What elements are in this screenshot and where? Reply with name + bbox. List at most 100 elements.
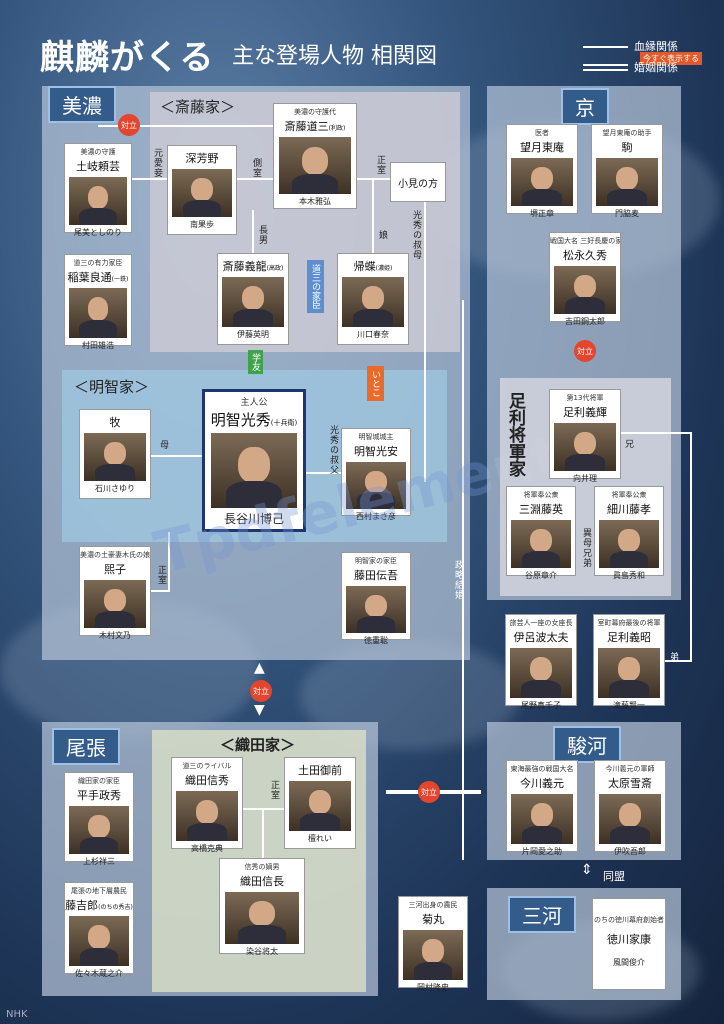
line-ani-v (690, 432, 692, 662)
label-ani: 兄 (625, 440, 635, 450)
card-iroha[interactable]: 旅芸人一座の女座長 伊呂波太夫 尾野真千子 (505, 614, 577, 710)
label-oba: 光秀の叔母 (411, 210, 421, 260)
arrow-domei: ⇕ (581, 862, 593, 878)
card-tokichiro[interactable]: 尾張の地下層農民 藤吉郎(のちの秀吉) 佐々木蔵之介 (64, 882, 134, 978)
conflict-owari-suruga: 対立 (418, 781, 440, 803)
portrait-photo (596, 158, 658, 207)
region-label-mino: 美濃 (48, 86, 116, 123)
card-mitsuyasu[interactable]: 明智城城主 明智光安 西村まさ彦 (341, 428, 411, 521)
portrait-photo (510, 648, 572, 698)
card-dosan[interactable]: 美濃の守護代 斎藤道三(利政) 本木雅弘 (273, 103, 357, 209)
portrait-photo (69, 916, 129, 966)
card-kikumaru[interactable]: 三河出身の農民 菊丸 岡村隆史 (398, 896, 468, 992)
line-chonan (252, 210, 254, 253)
label-domei: 同盟 (603, 870, 625, 883)
portrait-photo (69, 806, 129, 855)
label-seiryaku: 政略結婚 (453, 560, 463, 600)
label-moto-aisho: 元愛妾 (152, 148, 162, 178)
card-toan[interactable]: 医者 望月東庵 堺正章 (506, 124, 578, 218)
label-dosan-vassal: 道三の家臣 (307, 260, 324, 313)
region-label-kyo: 京 (561, 88, 609, 125)
legend-marriage-line (583, 64, 628, 71)
card-nobuhide[interactable]: 道三のライバル 織田信秀 高橋克典 (171, 757, 243, 853)
card-koma[interactable]: 望月東庵の助手 駒 門脇麦 (591, 124, 663, 218)
label-chonan: 長男 (257, 225, 267, 245)
arrow-down: ▼ (254, 702, 265, 718)
label-haha: 母 (160, 441, 170, 451)
conflict-mino-owari: 対立 (250, 680, 272, 702)
line-nobuhide-dota (243, 808, 284, 810)
label-oji: 光秀の叔父 (328, 425, 338, 475)
conflict-toki-dosan: 対立 (118, 114, 140, 136)
card-ieyasu[interactable]: のちの徳川幕府創始者 徳川家康 風間俊介 (592, 898, 666, 990)
card-yoshiaki[interactable]: 室町幕府最後の将軍 足利義昭 滝藤賢一 (593, 614, 665, 710)
card-dota[interactable]: 土田御前 檀れい (284, 757, 356, 849)
portrait-photo (554, 266, 616, 315)
card-sessai[interactable]: 今川義元の軍師 太原雪斎 伊吹吾郎 (594, 760, 666, 856)
portrait-photo (68, 288, 128, 338)
label-musume: 娘 (377, 230, 387, 240)
legend-marriage-label: 婚姻関係 (634, 61, 678, 74)
line-dosan-omi (357, 178, 390, 180)
portrait-photo (172, 169, 232, 218)
portrait-photo (289, 781, 351, 831)
card-toki[interactable]: 美濃の守護 土岐頼芸 尾美としのり (64, 143, 132, 237)
corner-mark: NHK (6, 1009, 28, 1020)
portrait-photo (554, 423, 616, 472)
portrait-photo (342, 277, 404, 327)
region-label-suruga: 駿河 (553, 726, 621, 763)
line-toki-dosan (98, 125, 273, 127)
card-yoshimoto[interactable]: 東海最強の戦国大名 今川義元 片岡愛之助 (506, 760, 578, 856)
line-ani (621, 432, 691, 434)
card-yoshiteru[interactable]: 第13代将軍 足利義輝 向井理 (549, 389, 621, 483)
portrait-photo (511, 158, 573, 207)
card-mitsuhide[interactable]: 主人公 明智光秀(十兵衛) 長谷川博己 (202, 389, 306, 532)
line-miyoshino-dosan (237, 178, 273, 180)
card-maki[interactable]: 牧 石川さゆり (79, 409, 151, 499)
drama-logo: 麒麟がくる (40, 38, 215, 78)
card-mitsubuchi[interactable]: 将軍奉公衆 三淵藤英 谷原章介 (506, 486, 576, 580)
card-miyoshino[interactable]: 深芳野 南果歩 (167, 145, 237, 235)
family-label-oda: ＜織田家＞ (220, 736, 296, 754)
line-maki-hero (151, 455, 202, 457)
family-label-saito: ＜斎藤家＞ (160, 98, 236, 116)
portrait-photo (599, 794, 661, 844)
line-nobunaga (262, 810, 264, 858)
line-seiryaku (462, 300, 464, 860)
card-hosokawa[interactable]: 将軍奉公衆 細川藤孝 眞島秀和 (594, 486, 664, 580)
portrait-photo (176, 791, 238, 841)
portrait-photo (68, 177, 128, 226)
portrait-photo (599, 520, 659, 569)
line-toki-miyoshino (132, 178, 167, 180)
label-ifuku: 異母兄弟 (581, 528, 591, 568)
card-omi[interactable]: 小見の方 (390, 162, 446, 202)
label-sokushitsu: 側室 (251, 158, 261, 178)
legend-blood-line (583, 46, 628, 48)
portrait-photo (346, 586, 406, 634)
arrow-up-down: ▲ (254, 660, 265, 676)
portrait-photo (222, 277, 284, 327)
region-label-owari: 尾張 (52, 728, 120, 765)
family-label-ashikaga: 足利将軍家 (505, 392, 525, 477)
card-hisahide[interactable]: 戦国大名 三好長慶の家臣 松永久秀 吉田鋼太郎 (549, 232, 621, 326)
portrait-photo (511, 794, 573, 844)
label-hiroko-seishitsu: 正室 (156, 565, 166, 585)
card-hiroko[interactable]: 美濃の土豪妻木氏の娘 煕子 木村文乃 (79, 546, 151, 640)
portrait-photo (346, 462, 406, 510)
legend-badge[interactable]: 今すぐ表示する (640, 52, 702, 65)
card-inaba[interactable]: 道三の有力家臣 稲葉良通(一鉄) 村田雄浩 (64, 254, 132, 350)
portrait-photo (403, 930, 463, 980)
label-oda-seishitsu: 正室 (269, 780, 279, 800)
line-yoshiaki (665, 660, 691, 662)
line-hero-hiroko (151, 590, 168, 592)
card-kicho[interactable]: 帰蝶(濃姫) 川口春奈 (337, 253, 409, 345)
card-nobunaga[interactable]: 信秀の嫡男 織田信長 染谷将太 (219, 858, 305, 956)
card-hirate[interactable]: 織田家の家臣 平手政秀 上杉祥三 (64, 772, 134, 866)
family-label-akechi: ＜明智家＞ (74, 378, 150, 396)
portrait-photo (278, 137, 352, 195)
portrait-photo (84, 580, 146, 629)
portrait-photo (225, 892, 299, 944)
card-yoshitatsu[interactable]: 斎藤義龍(高政) 伊藤英明 (217, 253, 289, 345)
card-fujita[interactable]: 明智家の家臣 藤田伝吾 徳重聡 (341, 552, 411, 645)
legend-blood-label: 血縁関係 (634, 40, 678, 53)
